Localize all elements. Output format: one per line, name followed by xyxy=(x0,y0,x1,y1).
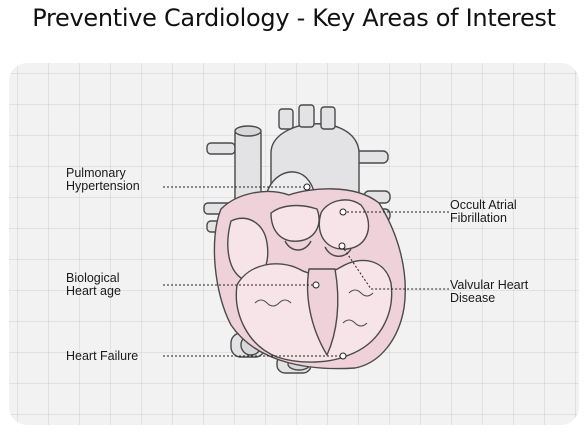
label-line-1: Pulmonary xyxy=(66,166,126,180)
label-line-2: Hypertension xyxy=(66,178,140,193)
label-line-1: Valvular Heart xyxy=(450,278,529,292)
heart-diagram xyxy=(163,104,449,374)
marker-valvular xyxy=(338,242,346,250)
diagram-panel: Pulmonary Hypertension Occult Atrial Fib… xyxy=(9,63,579,425)
marker-occult-af xyxy=(339,208,347,216)
page-title: Preventive Cardiology - Key Areas of Int… xyxy=(32,4,556,32)
leader-line-valvular xyxy=(341,245,449,290)
label-line-2: Fibrillation xyxy=(450,210,507,225)
label-line-1: Biological xyxy=(66,271,120,285)
marker-heart-failure xyxy=(339,352,347,360)
label-biological-heart-age: Biological Heart age xyxy=(66,272,121,297)
label-valvular-heart-disease: Valvular Heart Disease xyxy=(450,279,528,304)
label-line-2: Heart age xyxy=(66,283,121,298)
label-line-1: Occult Atrial xyxy=(450,198,517,212)
label-line-2: Disease xyxy=(450,290,496,305)
label-line-1: Heart Failure xyxy=(66,349,139,363)
marker-pulmonary xyxy=(303,183,311,191)
label-heart-failure: Heart Failure xyxy=(66,350,138,363)
label-occult-atrial-fibrillation: Occult Atrial Fibrillation xyxy=(450,199,517,224)
label-pulmonary-hypertension: Pulmonary Hypertension xyxy=(66,167,140,192)
marker-biological xyxy=(312,281,320,289)
heart-illustration xyxy=(203,104,406,374)
